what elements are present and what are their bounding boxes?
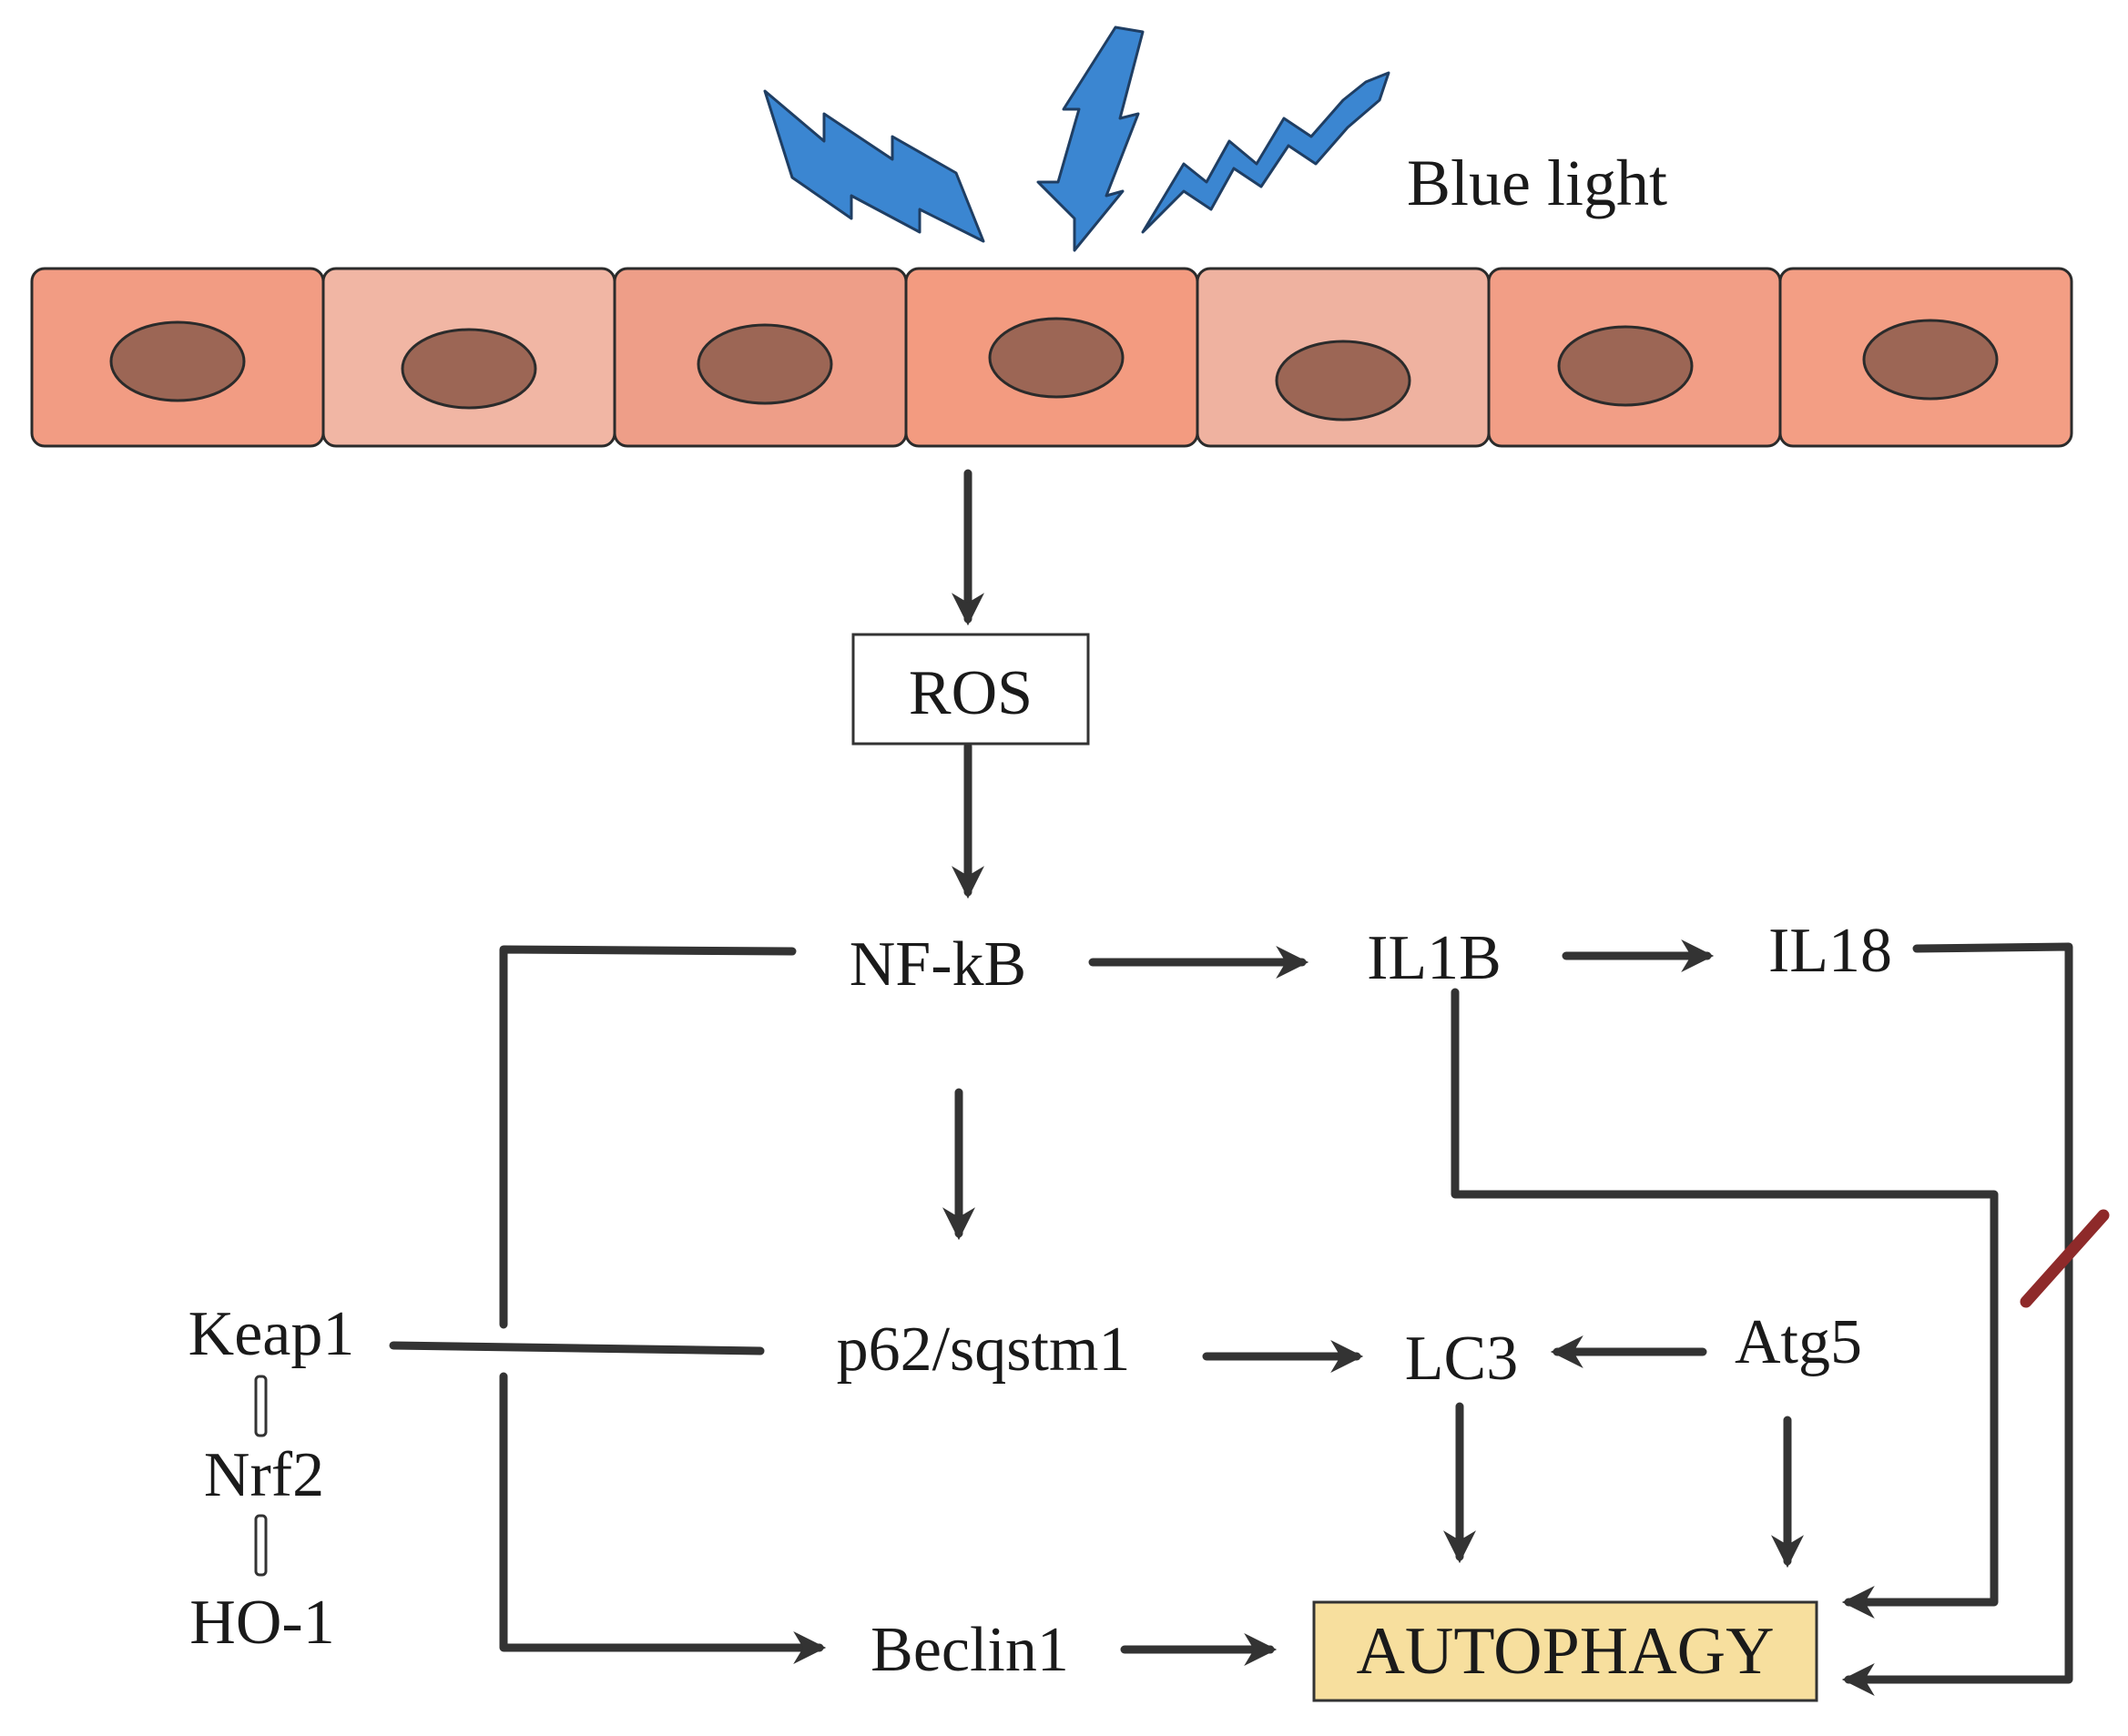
lightning-bolt-icon (1141, 71, 1390, 234)
blue-light-bolts (763, 25, 1390, 252)
arrow-il1b-to-autophagy (1451, 988, 1999, 1619)
double-link (254, 1514, 268, 1577)
inhibition-mark (2020, 1209, 2110, 1308)
nrf2-label: Nrf2 (204, 1440, 324, 1510)
arrow-il18-to-autophagy (1841, 942, 2073, 1696)
ros-box (851, 633, 1090, 746)
cell-nucleus (109, 320, 246, 402)
keap1-label: Keap1 (188, 1299, 355, 1369)
double-link (254, 1375, 268, 1437)
blue-light-label: Blue light (1407, 147, 1667, 219)
beclin1-label: Beclin1 (871, 1615, 1069, 1685)
autophagy-box (1312, 1600, 1818, 1702)
il1b-label: IL1B (1367, 923, 1502, 993)
autophagy-label: AUTOPHAGY (1356, 1614, 1774, 1689)
path-nfkb-to-keap1-bracket (499, 945, 797, 1329)
cell-nucleus (988, 317, 1125, 399)
p62-label: p62/sqstm1 (837, 1315, 1131, 1385)
connectors (389, 469, 2073, 1696)
il18-label: IL18 (1768, 916, 1892, 986)
line-keap1-to-p62 (389, 1341, 765, 1355)
atg5-label: Atg5 (1735, 1307, 1862, 1377)
nfkb-label: NF-kB (850, 929, 1026, 1000)
cell-nucleus (1557, 325, 1694, 407)
ros-label: ROS (909, 658, 1033, 728)
lightning-bolt-icon (763, 89, 985, 243)
cell-nucleus (697, 323, 833, 405)
lightning-bolt-icon (1036, 25, 1145, 252)
cell-nucleus (401, 328, 537, 410)
cell-nucleus (1275, 340, 1411, 421)
lc3-label: LC3 (1405, 1324, 1518, 1394)
nrf2-double-links (254, 1375, 268, 1577)
arrow-bracket-to-beclin1 (499, 1372, 827, 1664)
cell-nucleus (1862, 319, 1999, 401)
ho1-label: HO-1 (189, 1588, 334, 1658)
cell-layer (30, 267, 2073, 448)
